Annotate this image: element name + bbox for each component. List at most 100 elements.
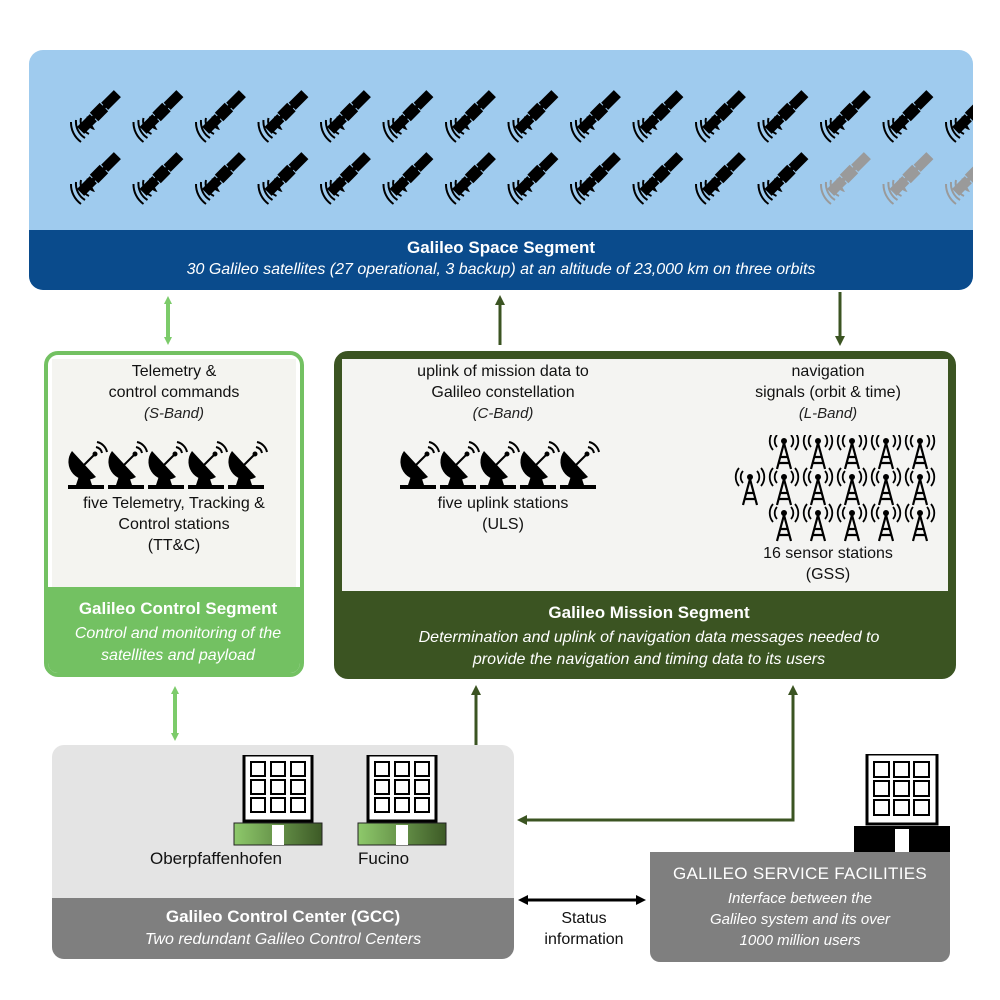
uplink-label: uplink of mission data to Galileo conste… <box>358 361 648 424</box>
sensor-tower-icon <box>836 435 868 470</box>
sensor-tower-icon <box>870 435 902 470</box>
oberpfaffenhofen-building-icon <box>233 755 323 846</box>
ttc-stations-line1: five Telemetry, Tracking & <box>83 495 265 512</box>
mission-subtitle-line2: provide the navigation and timing data t… <box>472 651 826 668</box>
sensor-tower-icon <box>904 503 936 542</box>
facilities-subtitle-line1: Interface between the <box>727 890 873 907</box>
control-segment-subtitle: Control and monitoring of the satellites… <box>48 623 300 667</box>
telemetry-label-line1: Telemetry & <box>131 363 217 380</box>
sensor-tower-icon <box>802 435 834 470</box>
service-facilities-title: GALILEO SERVICE FACILITIES <box>672 864 928 883</box>
facilities-subtitle-line3: 1000 million users <box>739 932 861 949</box>
sensor-tower-icon <box>802 467 834 506</box>
control-center-band: Galileo Control Center (GCC) Two redunda… <box>52 898 514 959</box>
dish-antenna-icon <box>148 441 188 489</box>
status-line2: information <box>544 931 624 948</box>
telemetry-label-line2: control commands <box>108 384 240 401</box>
ttc-stations-line3: (TT&C) <box>147 537 201 554</box>
mission-subtitle-line1: Determination and uplink of navigation d… <box>418 629 880 646</box>
signal-waves <box>694 178 720 205</box>
dish-antenna-icon <box>520 441 560 489</box>
signal-waves <box>632 116 658 143</box>
signal-waves <box>944 178 970 205</box>
sensor-tower-icon <box>836 503 868 542</box>
control-segment: Telemetry & control commands (S-Band) fi… <box>44 351 304 677</box>
signal-waves <box>257 116 283 143</box>
signal-waves <box>757 116 783 143</box>
signal-waves <box>69 116 95 143</box>
dish-antenna-icon <box>400 441 440 489</box>
telemetry-label: Telemetry & control commands (S-Band) <box>48 361 300 424</box>
dish-antenna-icon <box>440 441 480 489</box>
control-center-subtitle: Two redundant Galileo Control Centers <box>144 931 422 948</box>
dish-antenna-icon <box>480 441 520 489</box>
mission-segment-subtitle: Determination and uplink of navigation d… <box>338 627 952 671</box>
sensor-tower-icon <box>768 435 800 470</box>
sensor-station-grid <box>734 435 936 542</box>
uplink-stations-label: five uplink stations (ULS) <box>358 493 648 535</box>
control-segment-title: Galileo Control Segment <box>78 599 278 618</box>
space-segment-title: Galileo Space Segment <box>406 238 595 257</box>
signal-waves <box>194 178 220 205</box>
telemetry-band: (S-Band) <box>143 405 205 422</box>
dish-antenna-icon <box>188 441 228 489</box>
status-line1: Status <box>561 910 607 927</box>
space-segment-band: Galileo Space Segment 30 Galileo satelli… <box>29 230 973 290</box>
mission-segment: uplink of mission data to Galileo conste… <box>334 351 956 679</box>
control-center: Oberpfaffenhofen Fucino Galileo Control … <box>52 745 514 959</box>
signal-waves <box>819 116 845 143</box>
sensor-tower-icon <box>734 467 766 506</box>
dish-antenna-icon <box>68 441 108 489</box>
signal-waves <box>882 178 908 205</box>
signal-waves <box>507 178 533 205</box>
signal-waves <box>319 116 345 143</box>
sensor-tower-icon <box>836 467 868 506</box>
signal-waves <box>69 178 95 205</box>
site-oberpfaffenhofen: Oberpfaffenhofen <box>150 849 283 868</box>
mission-segment-panel <box>342 359 948 591</box>
control-segment-band: Galileo Control Segment Control and moni… <box>48 587 300 673</box>
navigation-label-line1: navigation <box>791 363 865 380</box>
sensor-tower-icon <box>870 503 902 542</box>
dish-antenna-icon <box>228 441 268 489</box>
uplink-label-line1: uplink of mission data to <box>417 363 589 380</box>
navigation-label-line2: signals (orbit & time) <box>755 384 901 401</box>
navigation-band: (L-Band) <box>798 405 858 422</box>
signal-waves <box>382 178 408 205</box>
uplink-stations-line2: (ULS) <box>482 516 524 533</box>
signal-waves <box>194 116 220 143</box>
signal-waves <box>944 116 970 143</box>
uplink-dish-row <box>400 441 600 489</box>
space-segment: Galileo Space Segment 30 Galileo satelli… <box>29 50 973 290</box>
space-segment-subtitle: 30 Galileo satellites (27 operational, 3… <box>186 261 816 278</box>
satellite-constellation <box>69 90 973 205</box>
dish-antenna-icon <box>108 441 148 489</box>
sensor-tower-icon <box>904 467 936 506</box>
signal-waves <box>444 116 470 143</box>
sensor-tower-icon <box>870 467 902 506</box>
fucino-building-icon <box>357 755 447 846</box>
sensor-stations-line1: 16 sensor stations <box>763 545 893 562</box>
signal-waves <box>319 178 345 205</box>
control-subtitle-line2: satellites and payload <box>101 647 255 664</box>
control-center-title: Galileo Control Center (GCC) <box>165 907 401 926</box>
uplink-label-line2: Galileo constellation <box>431 384 575 401</box>
site-fucino: Fucino <box>358 849 410 868</box>
service-facilities-building-icon <box>854 754 950 852</box>
control-segment-panel <box>52 359 296 587</box>
dish-antenna-icon <box>560 441 600 489</box>
status-information-label: Status information <box>524 908 644 950</box>
service-facilities: GALILEO SERVICE FACILITIES Interface bet… <box>650 852 950 962</box>
signal-waves <box>132 116 158 143</box>
signal-waves <box>507 116 533 143</box>
signal-waves <box>819 178 845 205</box>
sensor-tower-icon <box>904 435 936 470</box>
signal-waves <box>569 116 595 143</box>
service-facilities-subtitle: Interface between the Galileo system and… <box>650 888 950 951</box>
mission-segment-title: Galileo Mission Segment <box>548 603 750 622</box>
signal-waves <box>882 116 908 143</box>
signal-waves <box>632 178 658 205</box>
ttc-stations-label: five Telemetry, Tracking & Control stati… <box>48 493 300 556</box>
sensor-tower-icon <box>768 503 800 542</box>
